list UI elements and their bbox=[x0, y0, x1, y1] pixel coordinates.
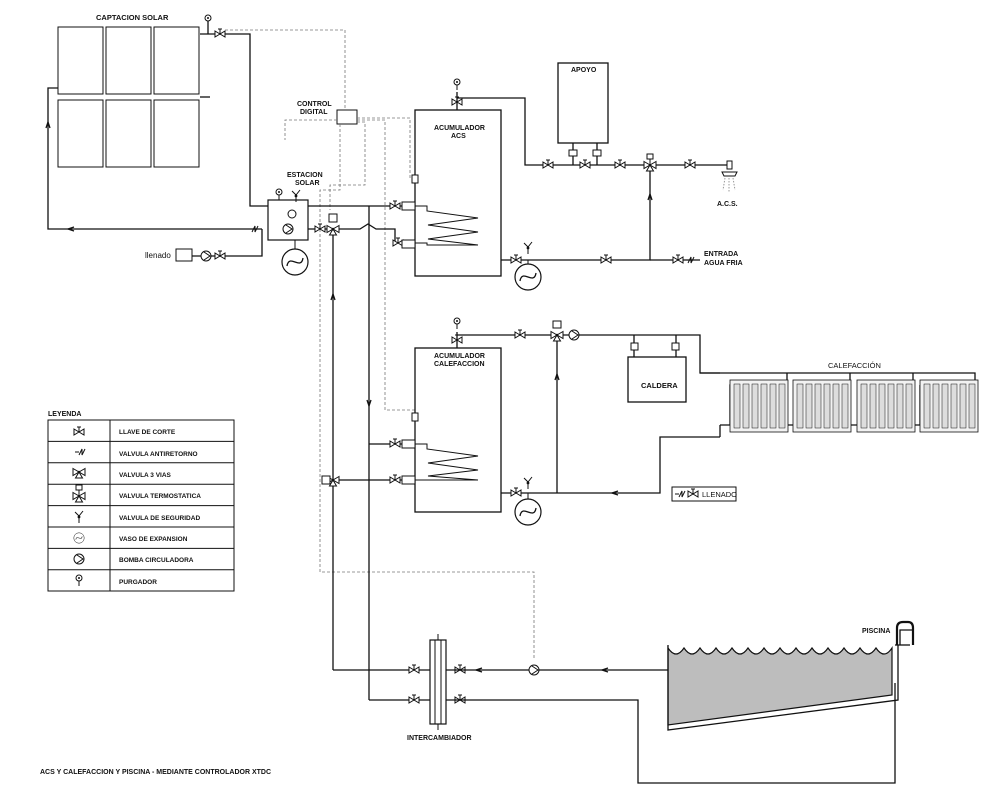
llave-corte-icon bbox=[214, 28, 226, 38]
heating-coil bbox=[415, 443, 479, 481]
radiator-3 bbox=[856, 379, 916, 433]
exch-valve-4-icon bbox=[454, 694, 466, 704]
acs-tank-label-2: ACS bbox=[451, 133, 466, 140]
caldera bbox=[627, 356, 687, 403]
apoyo-valve-3-icon bbox=[542, 159, 554, 169]
radiator-1 bbox=[729, 379, 789, 433]
valvula-termostatica-icon bbox=[643, 153, 657, 172]
apoyo-label: APOYO bbox=[571, 67, 597, 74]
solar-capture-label: CAPTACION SOLAR bbox=[96, 13, 169, 22]
station-label-1: ESTACION bbox=[287, 172, 323, 179]
heat-exchanger bbox=[429, 639, 447, 725]
radiator-2 bbox=[792, 379, 852, 433]
legend-vaso-icon bbox=[73, 532, 85, 544]
acs-tank bbox=[414, 109, 502, 277]
pool-label: PISCINA bbox=[862, 628, 890, 635]
heating-fill-label: LLENADO bbox=[702, 490, 737, 499]
heating-expansion-icon bbox=[514, 498, 542, 526]
apoyo-valve-2-icon bbox=[614, 159, 626, 169]
solar-panel-array bbox=[57, 26, 200, 168]
station-pump-icon bbox=[282, 223, 294, 235]
acs-out-llave-icon bbox=[684, 159, 696, 169]
legend-bomba-icon bbox=[73, 553, 85, 565]
legend-table bbox=[47, 419, 235, 592]
apoyo-heater bbox=[557, 62, 609, 144]
heating-purgador-icon bbox=[453, 317, 461, 330]
legend-item-2: VALVULA ANTIRETORNO bbox=[119, 451, 198, 458]
cold-in-antiret-icon bbox=[683, 256, 695, 264]
valvula-antirretorno-icon bbox=[247, 225, 259, 233]
acs-safety-valve-icon bbox=[523, 241, 533, 255]
acs-purgador-icon bbox=[453, 78, 461, 91]
solar-fill-label: llenado bbox=[145, 251, 171, 260]
acs-tank-label-1: ACUMULADOR bbox=[434, 125, 485, 132]
three-way-valve-acs-icon bbox=[326, 225, 340, 236]
exch-valve-2-icon bbox=[408, 694, 420, 704]
legend-item-6: VASO DE EXPANSION bbox=[119, 536, 188, 543]
heating-3way-icon bbox=[550, 331, 564, 342]
legend-item-3: VALVULA 3 VIAS bbox=[119, 472, 172, 479]
legend-item-7: BOMBA CIRCULADORA bbox=[119, 557, 194, 564]
diagram-footer-title: ACS Y CALEFACCION Y PISCINA - MEDIANTE C… bbox=[40, 769, 271, 776]
controller-box bbox=[336, 109, 358, 125]
legend-item-1: LLAVE DE CORTE bbox=[119, 429, 176, 436]
gauge-icon bbox=[275, 188, 283, 201]
cold-in-llave-icon bbox=[672, 254, 684, 264]
legend-title: LEYENDA bbox=[48, 411, 81, 418]
cold-water-label-1: ENTRADA bbox=[704, 251, 738, 258]
heating-out-valve-icon bbox=[510, 487, 522, 497]
fill-tank bbox=[175, 248, 193, 262]
vaso-expansion-icon bbox=[281, 248, 309, 276]
exch-valve-1-icon bbox=[408, 664, 420, 674]
pool bbox=[667, 620, 915, 731]
heating-tank-label-1: ACUMULADOR bbox=[434, 353, 485, 360]
shower-icon bbox=[721, 160, 738, 192]
apoyo-valve-1-icon bbox=[579, 159, 591, 169]
acs-label: A.C.S. bbox=[717, 201, 738, 208]
control-label-2: DIGITAL bbox=[300, 109, 328, 116]
fill-valve-icon bbox=[214, 250, 226, 260]
purgador-icon bbox=[204, 14, 212, 27]
pool-pump-icon bbox=[528, 664, 540, 676]
caldera-label: CALDERA bbox=[641, 381, 678, 390]
heating-circuit-label: CALEFACCIÓN bbox=[828, 361, 881, 370]
acs-out-valve-icon bbox=[510, 254, 522, 264]
valve-cal-out-icon bbox=[389, 474, 401, 484]
cold-in-valve-icon bbox=[600, 254, 612, 264]
heating-valve-icon bbox=[514, 329, 526, 339]
exchanger-label: INTERCAMBIADOR bbox=[407, 735, 472, 742]
legend-item-5: VALVULA DE SEGURIDAD bbox=[119, 515, 200, 522]
exch-valve-3-icon bbox=[454, 664, 466, 674]
heating-tank bbox=[414, 347, 502, 513]
heating-tank-label-2: CALEFACCION bbox=[434, 361, 485, 368]
control-label-1: CONTROL bbox=[297, 101, 332, 108]
radiator-4 bbox=[919, 379, 979, 433]
valve-cal-in-icon bbox=[389, 438, 401, 448]
acs-expansion-icon bbox=[514, 263, 542, 291]
legend-item-4: VALVULA TERMOSTATICA bbox=[119, 493, 201, 500]
legend-item-8: PURGADOR bbox=[119, 579, 157, 586]
cold-water-label-2: AGUA FRIA bbox=[704, 260, 743, 267]
heating-safety-valve-icon bbox=[523, 476, 533, 490]
valve-acs-in-icon bbox=[389, 200, 401, 210]
heating-pump-icon bbox=[568, 329, 580, 341]
acs-coil bbox=[415, 205, 479, 246]
pool-pipes bbox=[446, 629, 912, 784]
fill-pump-icon bbox=[200, 250, 212, 262]
station-label-2: SOLAR bbox=[295, 180, 320, 187]
